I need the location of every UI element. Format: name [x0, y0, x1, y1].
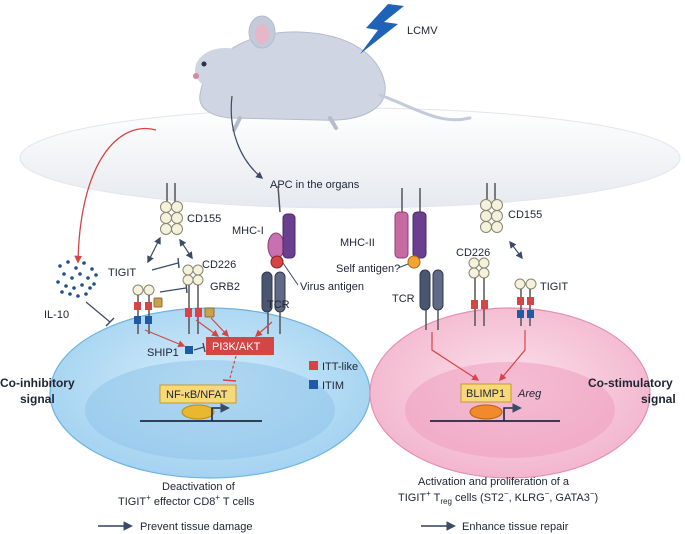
blimp1-factor: [469, 404, 503, 420]
cd155-left-receptor: [160, 183, 183, 235]
mhc2-label: MHC-II: [340, 237, 375, 249]
tigit-blimp1-red-arrow: [499, 330, 526, 382]
cd155-right-receptor: [480, 183, 503, 233]
pi3k-akt-box: [206, 337, 274, 355]
left-outcome-text: Prevent tissue damage: [140, 521, 253, 533]
mouse-illustration: [193, 15, 472, 132]
nfkb-nfat-box: [159, 384, 237, 404]
tcr-left: [261, 271, 286, 334]
grb2-label: GRB2: [210, 281, 240, 293]
legend-itt-label: ITT-like: [322, 361, 358, 373]
il10-label: IL-10: [44, 309, 69, 321]
ship1-label: SHIP1: [147, 347, 179, 359]
lcmv-label: LCMV: [407, 25, 438, 37]
legend-itim-label: ITIM: [322, 380, 344, 392]
blimp1-box: [460, 383, 512, 403]
ship1-box: [185, 346, 193, 354]
right-caption-line2: TIGIT+ Treg cells (ST2−, KLRG−, GATA3−): [398, 489, 598, 506]
cd155-left-label: CD155: [187, 213, 221, 225]
tigit-right-label: TIGIT: [540, 281, 568, 293]
il10-molecules: [56, 260, 98, 298]
left-caption-line1: Deactivation of: [162, 481, 236, 493]
tigit-grb2-inhibit-left: [159, 287, 187, 293]
tcr-blimp1-red-arrow: [431, 332, 480, 381]
self-antigen-label: Self antigen?: [336, 263, 400, 275]
tigit-left-label: TIGIT: [108, 267, 136, 279]
tcr-left-label: TCR: [267, 299, 290, 311]
cd226-right-receptor: [468, 257, 490, 326]
right-outcome-text: Enhance tissue repair: [462, 521, 569, 533]
coinhibitory-label-2: signal: [20, 392, 55, 406]
cd226-right-label: CD226: [456, 247, 490, 259]
cd226-left-label: CD226: [202, 259, 236, 271]
apc-label: APC in the organs: [270, 179, 360, 191]
tcr-right-label: TCR: [392, 293, 415, 305]
lightning-icon: [360, 4, 404, 54]
coinhibitory-label-1: Co-inhibitory: [0, 376, 75, 390]
tigit-right-receptor: [514, 278, 537, 326]
grb2-pi3k-red-arrow: [210, 317, 229, 338]
nfkb-factor: [181, 404, 215, 420]
cd155-right-label: CD155: [508, 209, 542, 221]
right-caption-line1: Activation and proliferation of a: [418, 476, 570, 488]
cd155-tigit-arrow-left: [147, 236, 161, 264]
nfkb-nfat-text: NF-κB/NFAT: [166, 389, 228, 401]
mhc1-molecule: [267, 185, 296, 269]
tcr-pi3k-red-arrow: [254, 321, 273, 337]
costimulatory-label-1: Co-stimulatory: [588, 376, 673, 390]
blimp1-text: BLIMP1: [466, 388, 505, 400]
cd155-cd226-arrow-left: [179, 238, 193, 260]
mouse-to-apc-arrow: [230, 95, 264, 179]
areg-label: Areg: [517, 388, 542, 400]
mhc2-molecule: [394, 188, 427, 269]
costimulatory-label-2: signal: [641, 392, 676, 406]
virus-antigen-label: Virus antigen: [300, 281, 364, 293]
left-caption-line2: TIGIT+ effector CD8+ T cells: [118, 493, 255, 508]
legend-itt-swatch: [309, 361, 318, 370]
cd226-left-receptor: [182, 264, 215, 334]
pi3k-nfkb-dashed: [229, 355, 237, 379]
il10-inhibit-line: [85, 301, 111, 323]
tigit-left-receptor: [132, 284, 163, 334]
treg-nucleus: [405, 362, 615, 458]
tigit-ship1-red-arrow: [144, 329, 186, 348]
pi3k-akt-text: PI3K/AKT: [212, 341, 261, 353]
cd226-pi3k-red-arrow: [195, 319, 220, 337]
il10-red-arrow: [74, 127, 157, 264]
cd155-tigit-arrow-right: [509, 240, 523, 260]
tcr-right: [419, 269, 444, 330]
tigit-cd226-inhibit-left: [151, 262, 179, 271]
mhc1-label: MHC-I: [232, 225, 264, 237]
apc-membrane: [19, 107, 681, 209]
legend-itim-swatch: [309, 380, 318, 389]
